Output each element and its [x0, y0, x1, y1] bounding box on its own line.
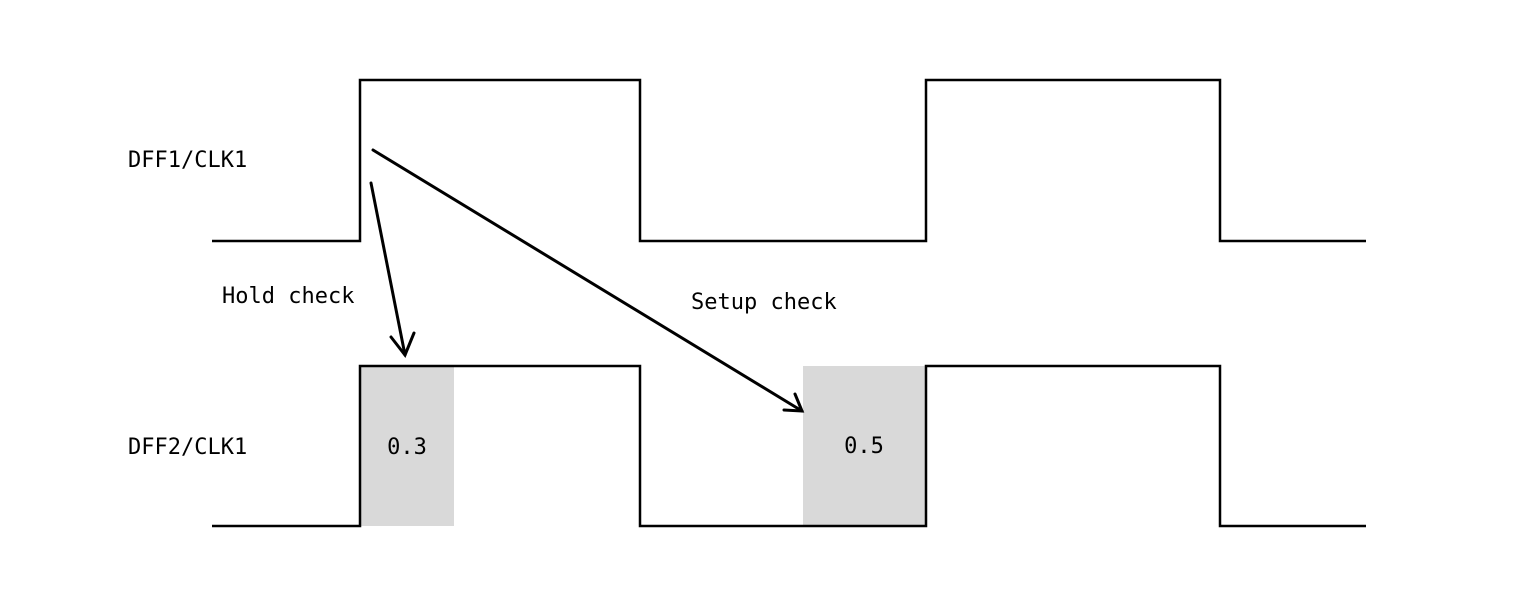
dff2-clk1-waveform — [212, 364, 1366, 528]
hold-check-label: Hold check — [222, 284, 354, 309]
setup-window-value: 0.5 — [844, 434, 884, 459]
signal-label-dff2-clk1: DFF2/CLK1 — [128, 435, 247, 460]
setup-window — [803, 366, 926, 526]
hold-window — [360, 366, 454, 526]
dff1-clk1-waveform — [212, 78, 1366, 243]
signal-label-dff1-clk1: DFF1/CLK1 — [128, 148, 247, 173]
hold-window-value: 0.3 — [387, 435, 427, 460]
setup-check-arrow — [371, 148, 805, 413]
hold-check-arrow — [369, 181, 416, 358]
setup-check-label: Setup check — [691, 290, 837, 315]
